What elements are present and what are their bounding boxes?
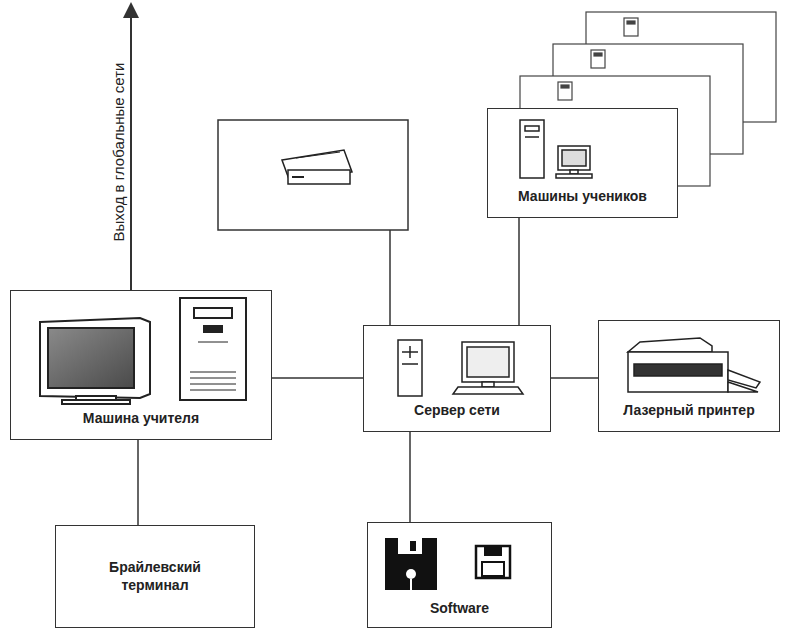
floppy-disks (385, 538, 510, 590)
student-computer-icon (520, 120, 592, 178)
network-link (551, 377, 598, 379)
dot-matrix-printer (218, 120, 408, 230)
node-label: Брайлевский терминал (95, 559, 215, 594)
node-label: Машина учителя (83, 410, 199, 428)
network-link (518, 218, 520, 325)
laser-printer (628, 338, 760, 392)
teacher-computer (40, 298, 246, 404)
software-box: Software (367, 522, 552, 628)
printer-wire (389, 230, 391, 325)
network-exit-arrow (130, 10, 132, 290)
node-label: Сервер сети (414, 402, 500, 420)
student-machines-box: Машины учеников (487, 108, 678, 218)
laser-printer-box: Лазерный принтер (598, 320, 780, 432)
server-computer (398, 340, 523, 396)
node-label: Машины учеников (518, 188, 647, 206)
braille-terminal-box: Брайлевский терминал (55, 525, 255, 628)
teacher-machine-box: Машина учителя (10, 290, 272, 440)
server-box: Сервер сети (363, 325, 551, 432)
node-label: Лазерный принтер (623, 402, 754, 420)
network-link (137, 440, 139, 525)
network-exit-label: Выход в глобальные сети (110, 63, 127, 242)
network-link (409, 432, 411, 522)
network-link (272, 377, 363, 379)
node-label: Software (430, 600, 489, 618)
student-stack (487, 12, 776, 218)
